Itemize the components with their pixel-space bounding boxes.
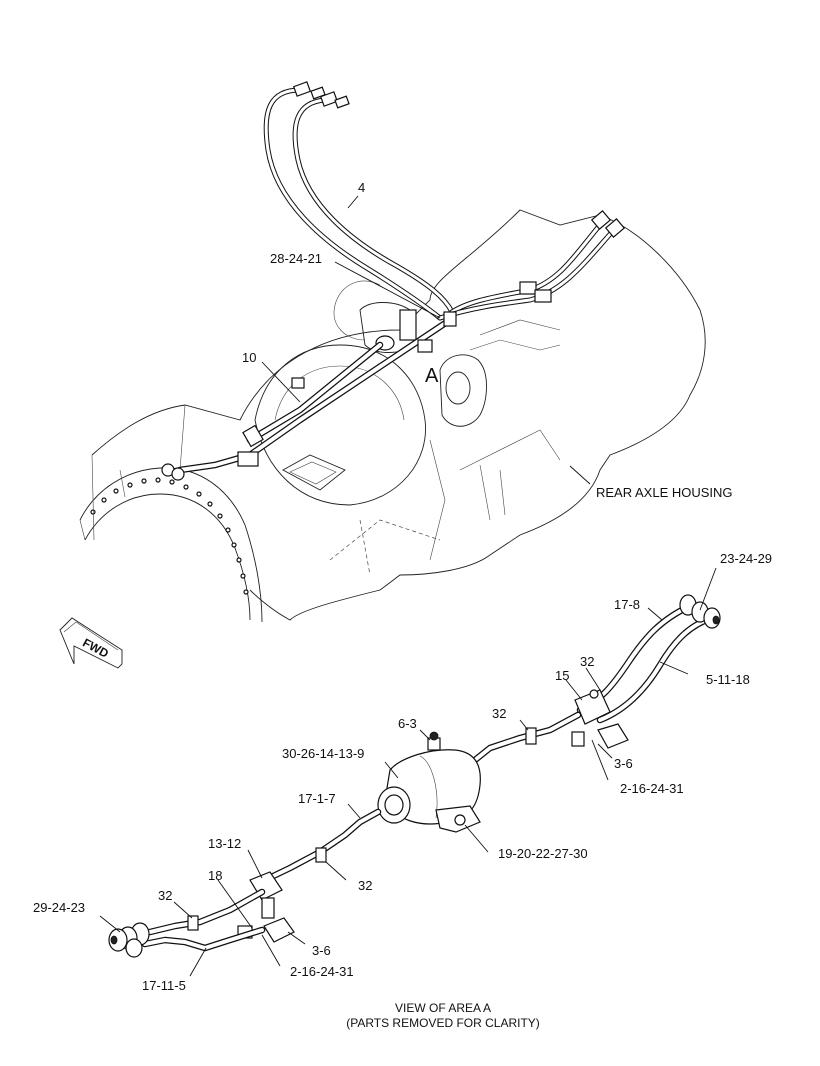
- leader-lines: [99, 195, 717, 977]
- callout-30-26-14-13-9: 30-26-14-13-9: [282, 746, 364, 761]
- callout-6-3: 6-3: [398, 716, 417, 731]
- callout-17-1-7: 17-1-7: [298, 791, 336, 806]
- upper-filter-and-lines: [161, 302, 457, 481]
- callout-17-11-5: 17-11-5: [142, 978, 186, 993]
- callout-32-c: 32: [358, 878, 372, 893]
- caption-line-1: VIEW OF AREA A: [395, 1001, 491, 1015]
- callout-2-16-24-31-b: 2-16-24-31: [290, 964, 354, 979]
- view-caption: VIEW OF AREA A (PARTS REMOVED FOR CLARIT…: [346, 1001, 540, 1030]
- callout-3-6-a: 3-6: [614, 756, 633, 771]
- callout-28-24-21: 28-24-21: [270, 251, 322, 266]
- callout-17-8: 17-8: [614, 597, 640, 612]
- rear-axle-housing-label: REAR AXLE HOUSING: [596, 485, 733, 500]
- callout-area-a: A: [425, 365, 439, 387]
- area-a-detail-drawing: [108, 594, 721, 958]
- callout-4: 4: [358, 180, 365, 195]
- rear-axle-housing-drawing: [79, 209, 706, 623]
- callout-15: 15: [555, 668, 569, 683]
- callout-23-24-29: 23-24-29: [720, 551, 772, 566]
- callout-13-12: 13-12: [208, 836, 241, 851]
- fuel-filter-housing: [377, 731, 481, 833]
- callout-32-d: 32: [158, 888, 172, 903]
- callout-32-b: 32: [492, 706, 506, 721]
- callout-32-a: 32: [580, 654, 594, 669]
- hose-assembly-4: [263, 81, 626, 321]
- callout-3-6-b: 3-6: [312, 943, 331, 958]
- callout-18: 18: [208, 868, 222, 883]
- flange-bolt-holes: [90, 477, 249, 595]
- callout-10: 10: [242, 350, 256, 365]
- callout-2-16-24-31-a: 2-16-24-31: [620, 781, 684, 796]
- callout-5-11-18: 5-11-18: [706, 672, 750, 687]
- callout-29-24-23: 29-24-23: [33, 900, 85, 915]
- fwd-arrow-icon: FWD: [59, 617, 123, 669]
- fitting-upper-right: [679, 594, 721, 629]
- caption-line-2: (PARTS REMOVED FOR CLARITY): [346, 1016, 540, 1030]
- callout-19-20-22-27-30: 19-20-22-27-30: [498, 846, 588, 861]
- fitting-lower-left: [108, 922, 150, 958]
- callout-labels: 4 28-24-21 10 A REAR AXLE HOUSING 23-24-…: [33, 180, 772, 993]
